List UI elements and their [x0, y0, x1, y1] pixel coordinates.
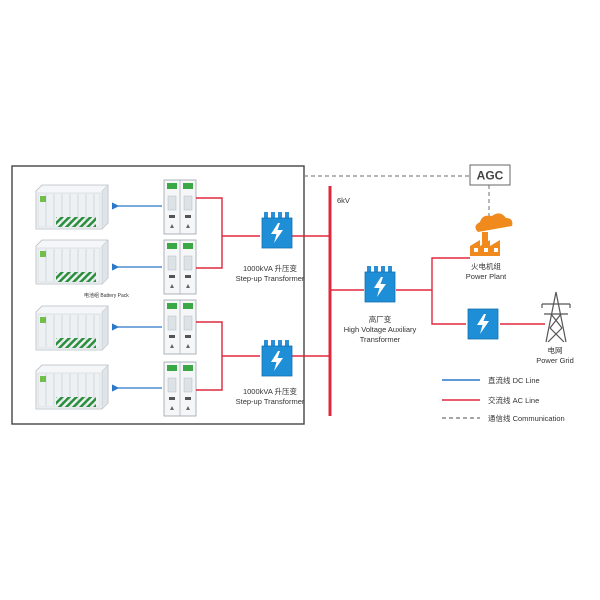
aux-transformer-label-1: 高厂变 [369, 314, 392, 324]
legend: 直流线 DC Line 交流线 AC Line 通信线 Communicatio… [442, 375, 565, 423]
pcs-cabinet [163, 299, 197, 355]
battery-container [35, 184, 109, 230]
power-plant-label-2: Power Plant [466, 272, 507, 281]
battery-container [35, 239, 109, 285]
power-grid-label-1: 电网 [548, 345, 563, 355]
step-up-transformer-bottom [261, 339, 293, 377]
power-grid-tower-icon [541, 291, 571, 343]
pcs-cabinet [163, 179, 197, 235]
legend-dc-label: 直流线 DC Line [488, 375, 540, 385]
power-grid-label-2: Power Grid [536, 356, 574, 365]
legend-comm-label: 通信线 Communication [488, 413, 565, 423]
storage-enclosure [11, 165, 305, 425]
ac-lines-plant [330, 257, 545, 325]
pcs-cabinet [163, 239, 197, 295]
aux-transformer [364, 265, 396, 303]
transformer-bottom-label-2: Step-up Transformer [236, 397, 305, 406]
power-plant-label-1: 火电机组 [471, 261, 501, 271]
transformer-top-label-1: 1000kVA 升压变 [243, 263, 298, 273]
bus-voltage-label: 6kV [337, 196, 350, 205]
legend-ac-label: 交流线 AC Line [488, 395, 539, 405]
dc-lines [112, 202, 162, 392]
battery-container [35, 364, 109, 410]
aux-transformer-label-2: High Voltage Auxiliary [344, 325, 417, 334]
pcs-cabinet [163, 361, 197, 417]
transformer-top-label-2: Step-up Transformer [236, 274, 305, 283]
battery-container [35, 305, 109, 351]
agc-box [469, 164, 511, 186]
battery-pack-label: 电池组 Battery Pack [84, 292, 129, 299]
step-up-transformer-top [261, 211, 293, 249]
power-plant-icon [470, 213, 513, 256]
agc-label: AGC [477, 169, 504, 183]
transformer-bottom-label-1: 1000kVA 升压变 [243, 386, 298, 396]
ac-lines-enclosure [196, 197, 330, 391]
grid-transformer [467, 308, 499, 340]
aux-transformer-label-3: Transformer [360, 335, 401, 344]
